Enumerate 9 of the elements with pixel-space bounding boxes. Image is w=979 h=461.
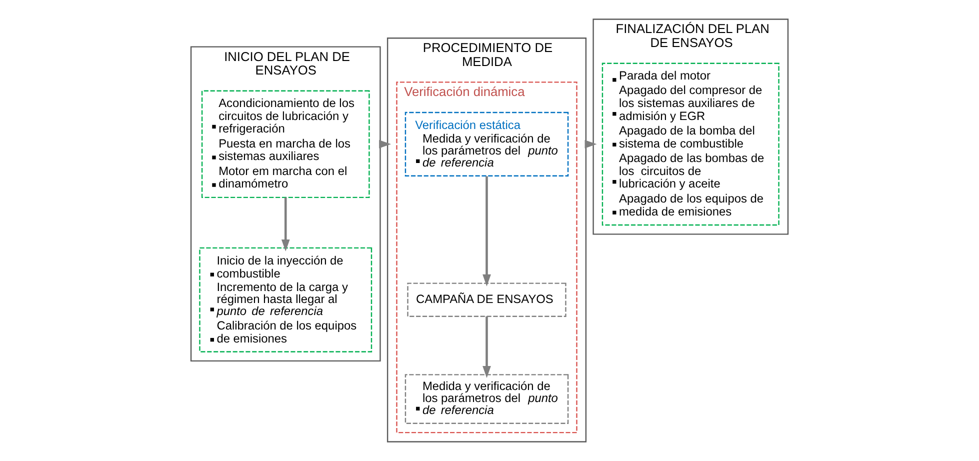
arrow (281, 198, 290, 252)
arrow (482, 176, 491, 286)
node-box: Parada del motor Apagado del compresor de los sistemas auxiliares de admisión y EGR Apagado de la bomba del sistema de combustible Apagado de las bombas de los circuitos de lubricación y aceite Apagado de los equipos de medida de emisiones (602, 62, 780, 226)
node-box: Acondicionamiento de los circuitos de lubricación y refrigeración Puesta en marcha de los sistemas auxiliares Motor em marcha con el dinamómetro (201, 90, 370, 198)
node-box: Inicio de la inyección de combustible Incremento de la carga y régimen hasta llegar al punto de referencia Calibración de los equipos de emisiones (199, 247, 372, 352)
arrow (482, 316, 491, 378)
node-box: CAMPAÑA DE ENSAYOS (407, 282, 566, 317)
node-box: Verificación estática Medida y verificación de los parámetros del punto de referencia (404, 112, 569, 176)
node-box: Medida y verificación de los parámetros del punto de referencia (404, 374, 569, 424)
